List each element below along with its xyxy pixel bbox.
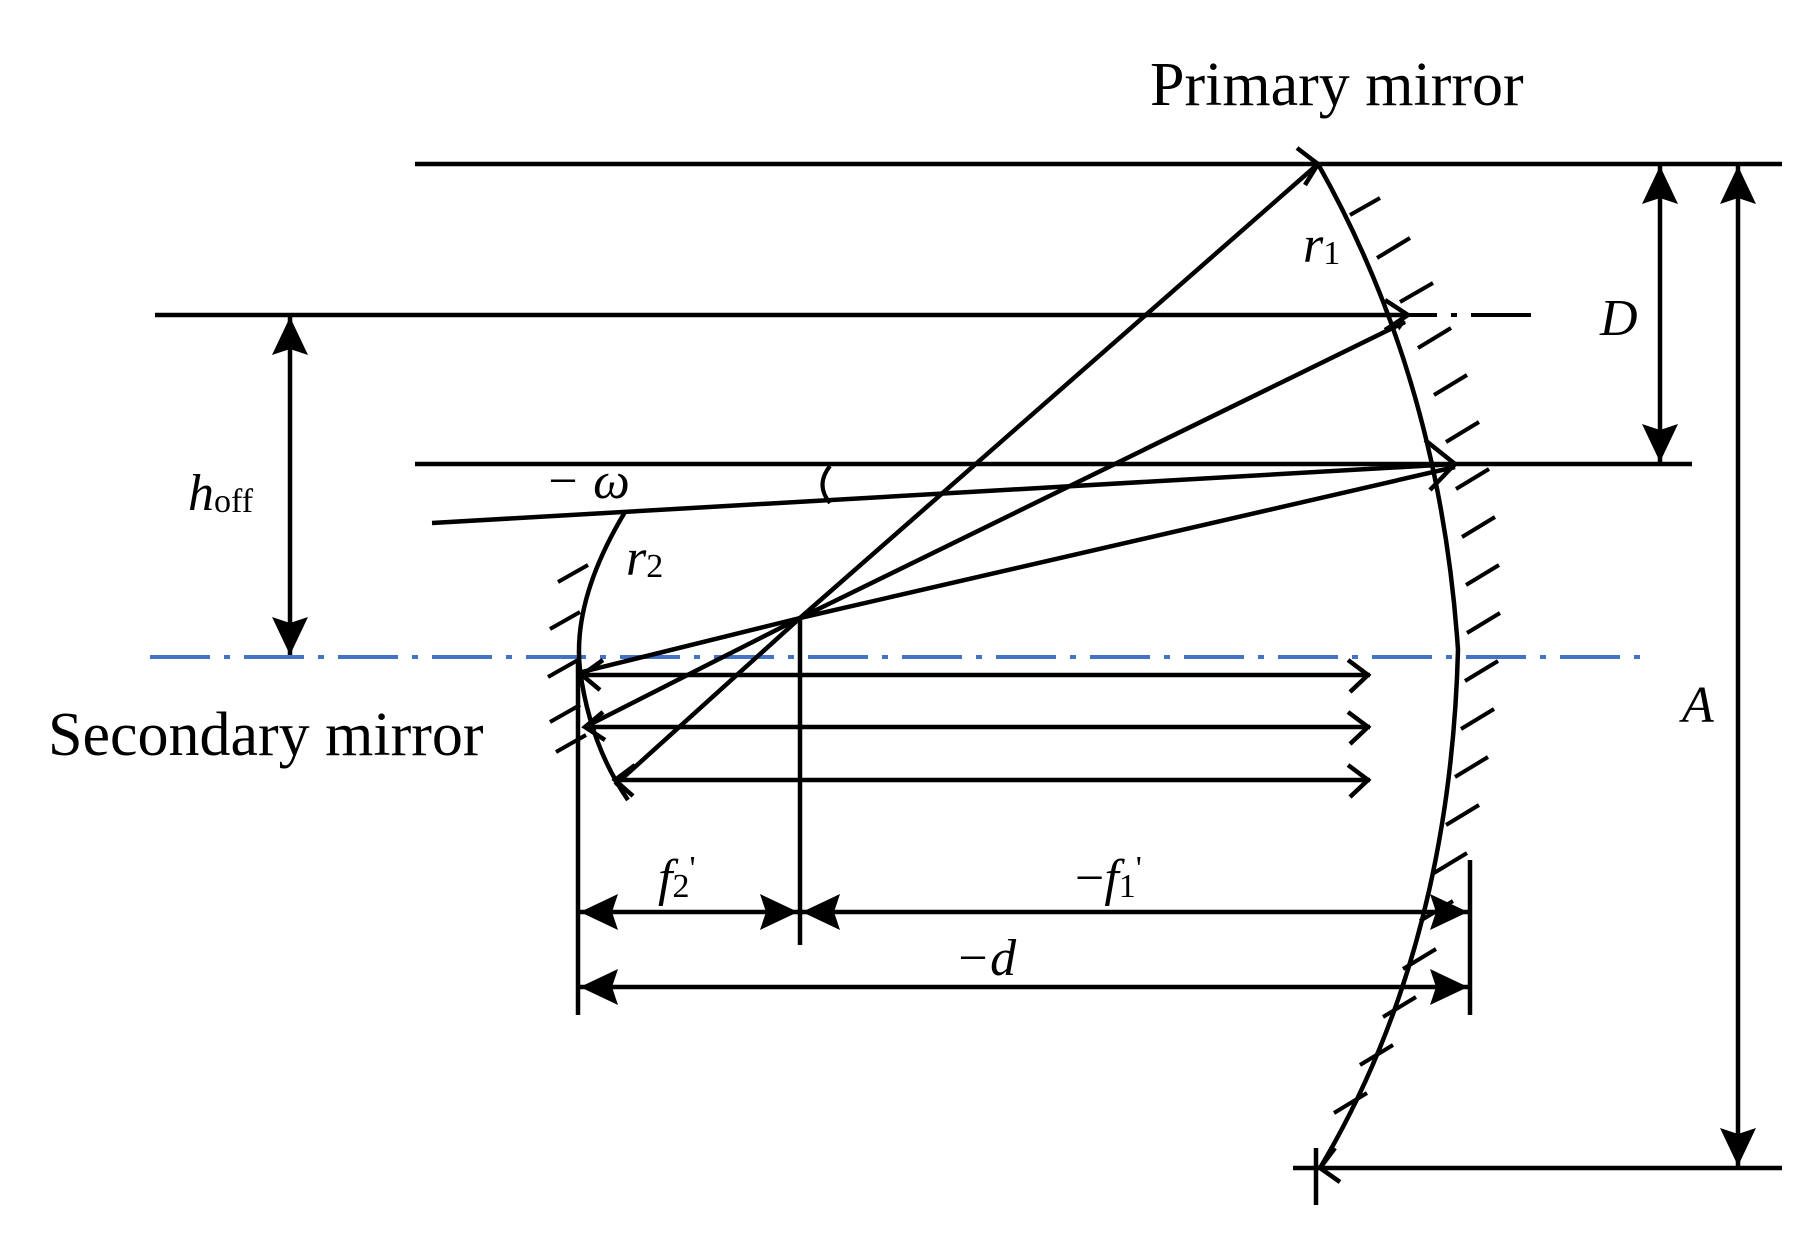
top-ray-chevron — [1295, 146, 1321, 187]
incident-offaxis-ray — [431, 461, 1456, 526]
lower-ray-chevron — [1423, 438, 1459, 492]
r1-label: r1 — [1303, 217, 1340, 274]
f2-label: f2' — [658, 850, 696, 907]
output-arrow-2 — [1346, 710, 1372, 746]
output-arrow-1 — [1346, 658, 1372, 694]
omega-label: − ω — [545, 453, 630, 510]
hoff-arrow-top — [272, 317, 308, 355]
secondary-arrow-2 — [581, 710, 607, 742]
ray-upper-marginal — [798, 162, 1320, 620]
ray-focus-to-secondary-3 — [613, 616, 802, 787]
omega-angle-arc — [820, 464, 832, 505]
f1-arrow-left — [802, 894, 840, 930]
output-arrow-3 — [1346, 763, 1372, 799]
d-arrow-right — [1430, 969, 1468, 1005]
ray-to-mid-mirror — [799, 319, 1406, 621]
bottom-chevron — [1316, 1146, 1342, 1184]
D-label: D — [1599, 290, 1638, 347]
secondary-arrow-3 — [611, 763, 637, 798]
d-arrow-left — [580, 969, 618, 1005]
primary-mirror-curve — [1316, 162, 1461, 1170]
A-label: A — [1679, 677, 1714, 734]
hoff-arrow-bottom — [272, 617, 308, 655]
ray-focus-to-secondary-2 — [583, 615, 802, 730]
f1-label: −f1' — [1075, 850, 1142, 907]
f2-arrow-right — [760, 894, 798, 930]
f2-arrow-left — [580, 894, 618, 930]
secondary-mirror-hatching — [547, 563, 589, 754]
f1-arrow-right — [1430, 894, 1468, 930]
primary-mirror-label: Primary mirror — [1150, 51, 1524, 119]
D-arrow-bottom — [1642, 424, 1678, 462]
A-arrow-bottom — [1720, 1128, 1756, 1166]
ray-to-lower-mirror — [799, 464, 1456, 621]
D-arrow-top — [1642, 166, 1678, 204]
secondary-mirror-label: Secondary mirror — [48, 701, 484, 769]
dashline-arrow — [1383, 298, 1413, 332]
A-arrow-top — [1720, 166, 1756, 204]
secondary-arrow-1 — [578, 658, 605, 692]
d-label: −d — [955, 930, 1017, 987]
r2-label: r2 — [626, 530, 663, 587]
hoff-label: hoff — [188, 465, 254, 522]
ray-focus-to-secondary-1 — [581, 615, 801, 675]
